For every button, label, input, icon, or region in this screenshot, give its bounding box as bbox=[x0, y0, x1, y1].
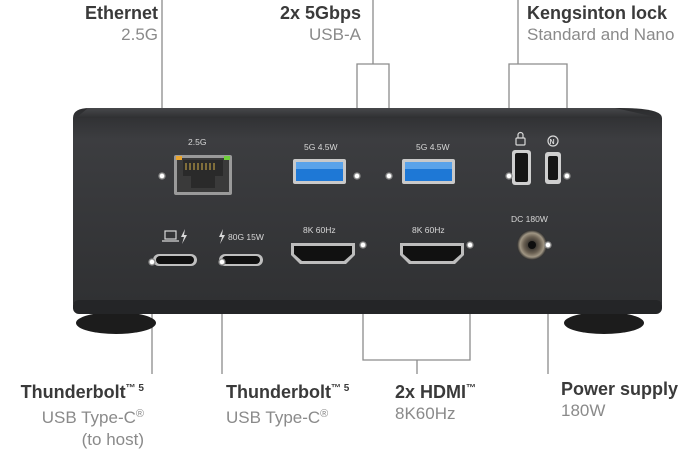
hdmi-sub: 8K60Hz bbox=[395, 404, 456, 423]
power-title: Power supply bbox=[561, 379, 679, 399]
tb-host-title: Thunderbolt™ 5 bbox=[20, 382, 144, 402]
hdmi-title: 2x HDMI™ bbox=[395, 382, 477, 402]
hdmi-1-label: 8K 60Hz bbox=[303, 225, 336, 235]
ethernet-sub: 2.5G bbox=[121, 25, 158, 44]
lightning-icon bbox=[181, 229, 187, 244]
usba-port-2 bbox=[402, 159, 455, 184]
svg-text:N: N bbox=[550, 139, 555, 146]
lock-sub: Standard and Nano bbox=[527, 25, 675, 44]
tb-host-callout: Thunderbolt™ 5 USB Type-C® (to host) bbox=[21, 378, 144, 451]
usbc-host-port bbox=[153, 254, 197, 266]
lock-callout: Kengsinton lock Standard and Nano bbox=[527, 2, 674, 46]
dc-jack bbox=[517, 230, 547, 260]
hdmi-port-1 bbox=[291, 243, 355, 264]
tb-power-label: 80G 15W bbox=[228, 232, 264, 242]
dock-body bbox=[73, 108, 662, 314]
usba-2-label: 5G 4.5W bbox=[416, 142, 450, 152]
tb-callout: Thunderbolt™ 5 USB Type-C® bbox=[226, 378, 349, 429]
tb-host-sub: USB Type-C® bbox=[41, 408, 144, 427]
foot-left bbox=[76, 312, 156, 334]
foot-right bbox=[564, 312, 644, 334]
usba-port-1 bbox=[293, 159, 346, 184]
tb-title: Thunderbolt™ 5 bbox=[226, 382, 350, 402]
hdmi-port-2 bbox=[400, 243, 464, 264]
power-callout: Power supply 180W bbox=[561, 378, 678, 422]
tb-host-sub2: (to host) bbox=[81, 430, 144, 449]
kensington-lock-slot bbox=[512, 150, 531, 185]
usbc-port bbox=[219, 254, 263, 266]
nano-lock-icon: N bbox=[547, 135, 559, 147]
ethernet-title: Ethernet bbox=[84, 3, 158, 23]
dc-label: DC 180W bbox=[511, 214, 548, 224]
ethernet-callout: Ethernet 2.5G bbox=[85, 2, 158, 46]
usba-title: 2x 5Gbps bbox=[279, 3, 361, 23]
power-sub: 180W bbox=[561, 401, 606, 420]
tb-sub: USB Type-C® bbox=[226, 408, 329, 427]
laptop-icon bbox=[162, 230, 179, 242]
nano-lock-slot bbox=[545, 152, 561, 184]
usba-sub: USB-A bbox=[309, 25, 361, 44]
ethernet-port: 2.5G bbox=[174, 137, 232, 195]
lightning-icon-2 bbox=[219, 229, 225, 244]
hdmi-2-label: 8K 60Hz bbox=[412, 225, 445, 235]
usba-1-label: 5G 4.5W bbox=[304, 142, 338, 152]
lock-icon bbox=[515, 131, 526, 146]
usba-callout: 2x 5Gbps USB-A bbox=[280, 2, 361, 46]
ethernet-port-label: 2.5G bbox=[188, 137, 206, 147]
lock-title: Kengsinton lock bbox=[527, 3, 668, 23]
hdmi-callout: 2x HDMI™ 8K60Hz bbox=[395, 378, 476, 425]
